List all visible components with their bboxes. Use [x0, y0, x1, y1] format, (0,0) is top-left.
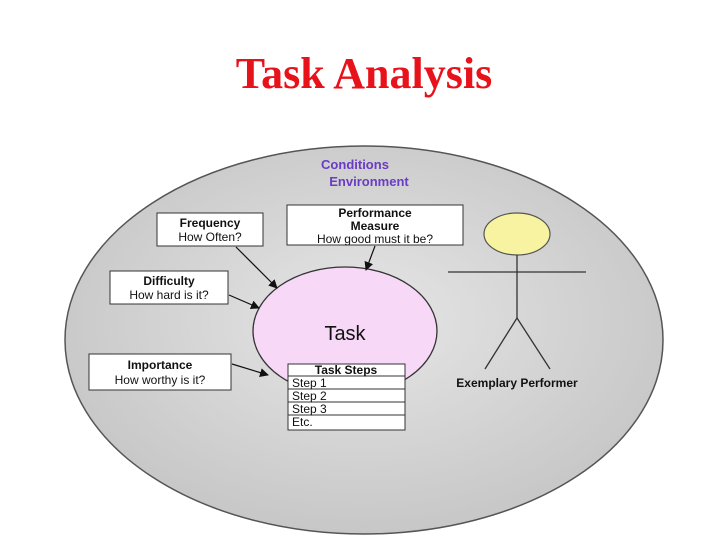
arrow-performance-to-task	[364, 245, 376, 271]
exemplary-performer-figure	[448, 212, 586, 370]
performance-measure-line1: Performance	[338, 206, 412, 220]
frequency-subtitle: How Often?	[178, 230, 242, 244]
conditions-label: Conditions	[321, 157, 389, 172]
slide-title: Task Analysis	[235, 49, 493, 98]
performance-measure-line3: How good must it be?	[317, 232, 433, 246]
arrow-difficulty-to-task	[228, 294, 260, 309]
environment-label: Environment	[329, 174, 409, 189]
task-label: Task	[324, 323, 366, 345]
difficulty-box: Difficulty How hard is it?	[109, 270, 229, 305]
task-step-3: Step 3	[292, 402, 327, 416]
importance-title: Importance	[128, 358, 193, 372]
importance-subtitle: How worthy is it?	[115, 373, 206, 387]
frequency-box: Frequency How Often?	[156, 212, 264, 247]
task-step-etc: Etc.	[292, 415, 313, 429]
performer-head	[483, 212, 551, 256]
arrow-importance-to-task	[231, 363, 269, 377]
difficulty-subtitle: How hard is it?	[129, 288, 209, 302]
difficulty-title: Difficulty	[143, 274, 195, 288]
performance-measure-line2: Measure	[351, 219, 400, 233]
task-steps-header: Task Steps	[315, 363, 378, 377]
importance-box: Importance How worthy is it?	[88, 353, 232, 391]
exemplary-performer-label: Exemplary Performer	[456, 376, 578, 390]
arrow-frequency-to-task	[235, 246, 278, 289]
task-step-2: Step 2	[292, 389, 327, 403]
performance-measure-box: Performance Measure How good must it be?	[286, 204, 464, 246]
task-steps-table: Task Steps Step 1 Step 2 Step 3 Etc.	[287, 363, 406, 431]
task-step-1: Step 1	[292, 376, 327, 390]
frequency-title: Frequency	[180, 216, 241, 230]
